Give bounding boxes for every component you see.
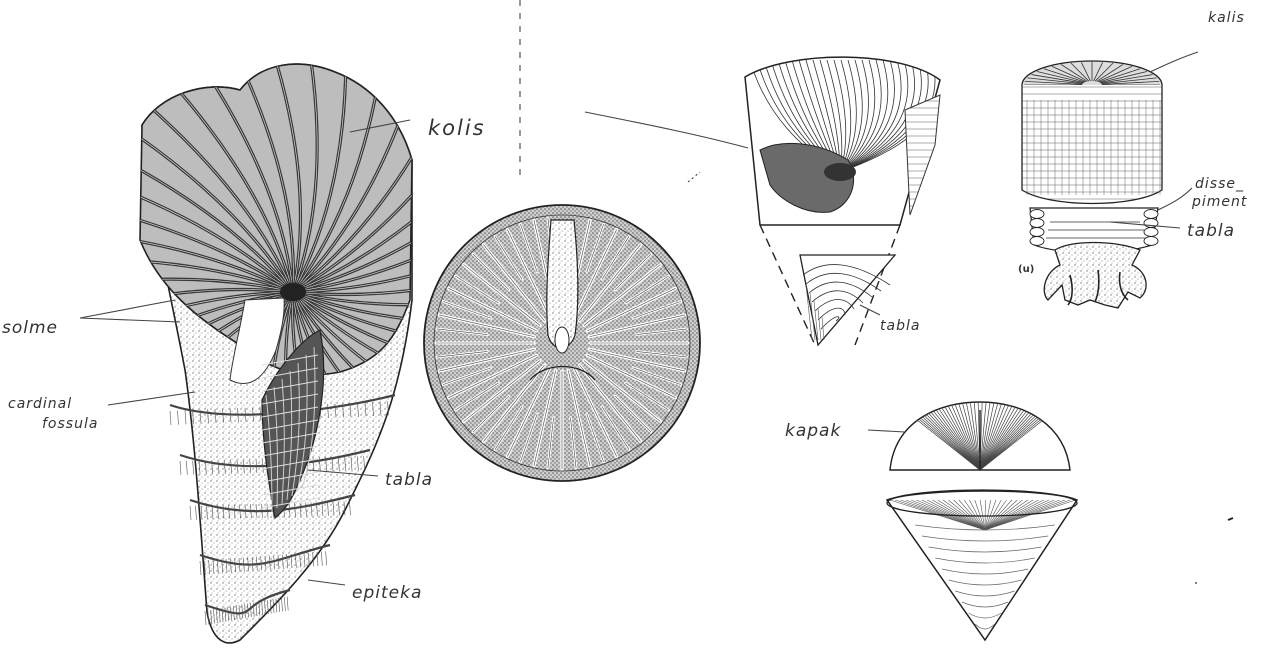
label-tabla-left: tabla [385, 470, 433, 490]
label-solme: solme [2, 318, 58, 338]
label-tabla-cone: tabla [880, 318, 920, 334]
dissepiment [1144, 210, 1158, 219]
label-epiteka: epiteka [352, 583, 422, 603]
dissepiment [1144, 237, 1158, 246]
label-kapak: kapak [785, 421, 841, 441]
dissepiment [1030, 219, 1044, 228]
label-figure-u: (u) [1018, 264, 1034, 275]
cylinder-coral-figure [1022, 61, 1162, 308]
cross-section-figure [424, 205, 700, 481]
cone-coral-figure [745, 57, 942, 345]
label-dissepiment-2: piment [1191, 194, 1247, 210]
label-tabla-right: tabla [1187, 221, 1235, 241]
label-cardinal: cardinal [8, 396, 72, 412]
dissepiment [1030, 228, 1044, 237]
operculate-coral-figure [887, 400, 1077, 640]
label-dissepiment-1: disse_ [1195, 176, 1244, 192]
dissepiment [1144, 228, 1158, 237]
label-fossula: fossula [42, 416, 98, 432]
dissepiment [1030, 237, 1044, 246]
label-kalis-main: kolis [428, 116, 486, 140]
dissepiment [1030, 210, 1044, 219]
label-kalis-corner: kalis [1208, 10, 1245, 26]
